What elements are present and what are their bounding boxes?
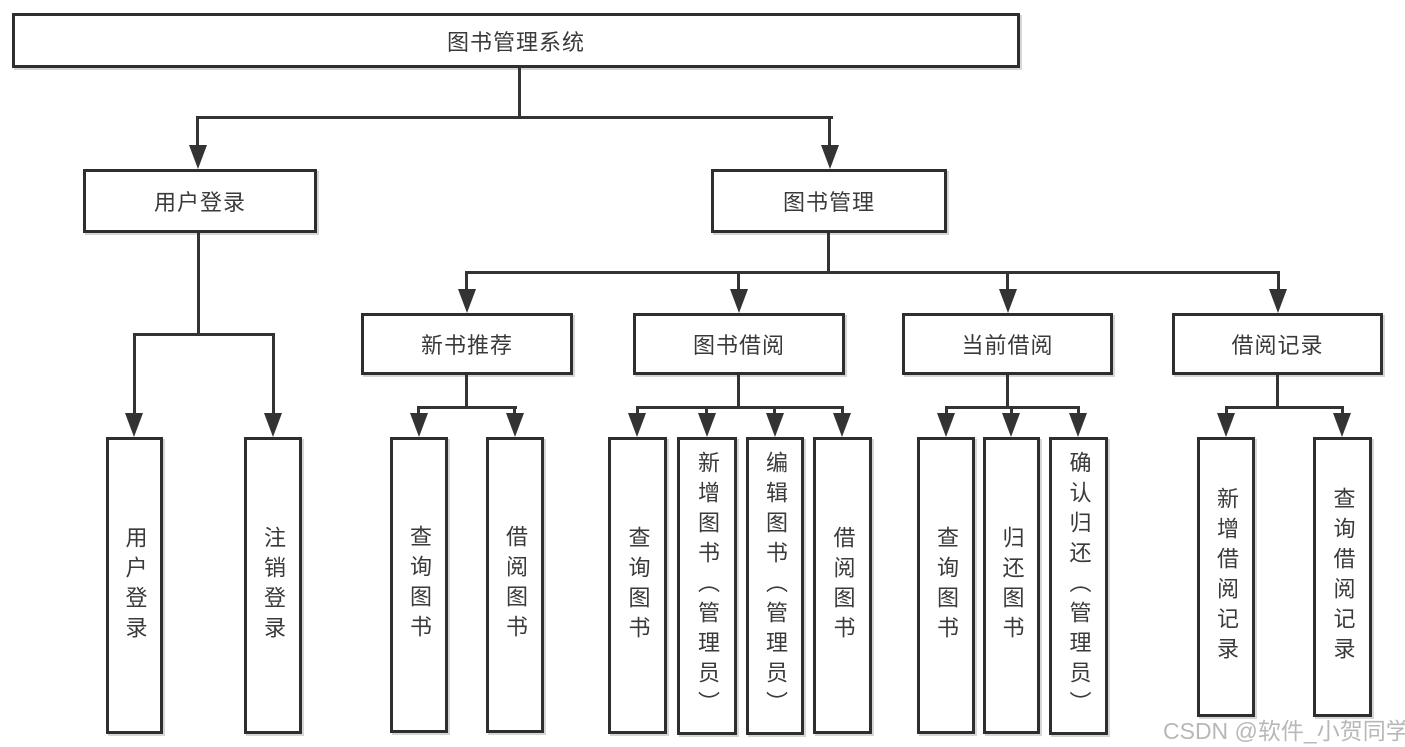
connector-shaft	[196, 116, 199, 150]
leaf-logout-label: 注销登录	[261, 525, 286, 646]
connector-root-stub	[518, 68, 521, 119]
connector-hline	[133, 333, 275, 336]
arrowhead-down-icon	[264, 413, 282, 437]
arrowhead-down-icon	[698, 413, 716, 437]
connector-shaft	[705, 406, 708, 418]
node-current-borrow-box: 当前借阅	[902, 313, 1113, 375]
node-new-book-recommend-label: 新书推荐	[420, 333, 513, 358]
leaf-edit-book-admin-box: 编辑图书（管理员）	[746, 437, 804, 735]
connector-hline	[636, 406, 844, 409]
leaf-borrow-book-2-label: 借阅图书	[830, 525, 856, 646]
connector-shaft	[513, 406, 516, 418]
connector-shaft	[133, 333, 136, 417]
arrowhead-down-icon	[1333, 413, 1351, 437]
connector-stub	[465, 375, 468, 409]
connector-shaft	[1225, 406, 1228, 418]
arrowhead-down-icon	[628, 413, 646, 437]
leaf-add-book-admin-box: 新增图书（管理员）	[677, 437, 737, 735]
leaf-borrow-book-1-label: 借阅图书	[503, 525, 528, 645]
connector-shaft	[737, 271, 740, 293]
arrowhead-down-icon	[937, 413, 955, 437]
connector-shaft	[1006, 271, 1009, 293]
leaf-confirm-return-admin-box: 确认归还（管理员）	[1049, 437, 1108, 735]
connector-shaft	[1277, 271, 1280, 293]
node-root-box: 图书管理系统	[12, 13, 1020, 68]
arrowhead-down-icon	[1002, 413, 1020, 437]
arrowhead-down-icon	[410, 413, 428, 437]
node-new-book-recommend-box: 新书推荐	[361, 313, 573, 375]
node-borrow-record-label: 借阅记录	[1231, 333, 1324, 358]
arrowhead-down-icon	[833, 413, 851, 437]
connector-hline	[417, 406, 517, 409]
leaf-confirm-return-admin-label: 确认归还（管理员）	[1066, 451, 1092, 721]
arrowhead-down-icon	[1069, 413, 1087, 437]
node-book-borrow-label: 图书借阅	[692, 333, 785, 358]
node-book-borrow-box: 图书借阅	[633, 313, 845, 375]
node-current-borrow-label: 当前借阅	[961, 333, 1054, 358]
connector-shaft	[465, 271, 468, 293]
leaf-query-book-2-label: 查询图书	[625, 525, 651, 646]
node-borrow-record-box: 借阅记录	[1172, 313, 1383, 375]
leaf-query-book-3-label: 查询图书	[934, 525, 959, 646]
connector-stub	[737, 375, 740, 409]
leaf-add-borrow-record-box: 新增借阅记录	[1197, 437, 1255, 717]
connector-stub	[197, 233, 200, 336]
node-book-management-box: 图书管理	[711, 169, 947, 233]
connector-shaft	[272, 333, 275, 417]
connector-hline	[465, 271, 1280, 274]
connector-shaft	[417, 406, 420, 418]
leaf-borrow-book-1-box: 借阅图书	[486, 437, 544, 733]
connector-shaft	[1077, 406, 1080, 418]
leaf-user-login-box: 用户登录	[106, 437, 163, 734]
connector-shaft	[1341, 406, 1344, 418]
arrowhead-down-icon	[1269, 289, 1287, 313]
connector-stub	[827, 233, 830, 274]
arrowhead-down-icon	[189, 145, 207, 169]
leaf-query-book-2-box: 查询图书	[608, 437, 667, 734]
connector-shaft	[636, 406, 639, 418]
node-root-label: 图书管理系统	[446, 29, 585, 55]
leaf-logout-box: 注销登录	[244, 437, 302, 734]
connector-shaft	[841, 406, 844, 418]
arrowhead-down-icon	[458, 289, 476, 313]
connector-shaft	[773, 406, 776, 418]
node-book-management-label: 图书管理	[782, 190, 875, 215]
leaf-add-book-admin-label: 新增图书（管理员）	[695, 451, 720, 721]
node-user-login-group-box: 用户登录	[83, 169, 317, 233]
leaf-query-book-1-label: 查询图书	[407, 525, 432, 645]
connector-shaft	[828, 116, 831, 150]
leaf-add-borrow-record-label: 新增借阅记录	[1214, 487, 1239, 667]
connector-shaft	[1010, 406, 1013, 418]
arrowhead-down-icon	[730, 289, 748, 313]
node-user-login-group-label: 用户登录	[153, 190, 246, 215]
leaf-query-book-1-box: 查询图书	[390, 437, 448, 733]
connector-shaft	[945, 406, 948, 418]
arrowhead-down-icon	[766, 413, 784, 437]
leaf-query-borrow-record-box: 查询借阅记录	[1313, 437, 1372, 717]
csdn-watermark: CSDN @软件_小贺同学	[1163, 718, 1405, 744]
leaf-return-book-label: 归还图书	[999, 525, 1025, 646]
arrowhead-down-icon	[999, 289, 1017, 313]
leaf-edit-book-admin-label: 编辑图书（管理员）	[763, 451, 788, 721]
arrowhead-down-icon	[506, 413, 524, 437]
connector-stub	[1276, 375, 1279, 409]
connector-root-hline	[196, 116, 833, 119]
arrowhead-down-icon	[1217, 413, 1235, 437]
connector-hline	[1225, 406, 1344, 409]
leaf-query-borrow-record-label: 查询借阅记录	[1330, 487, 1356, 667]
leaf-return-book-box: 归还图书	[983, 437, 1040, 734]
leaf-query-book-3-box: 查询图书	[917, 437, 975, 734]
leaf-borrow-book-2-box: 借阅图书	[813, 437, 872, 734]
arrowhead-down-icon	[125, 413, 143, 437]
arrowhead-down-icon	[821, 145, 839, 169]
leaf-user-login-label: 用户登录	[122, 525, 148, 646]
connector-stub	[1006, 375, 1009, 409]
